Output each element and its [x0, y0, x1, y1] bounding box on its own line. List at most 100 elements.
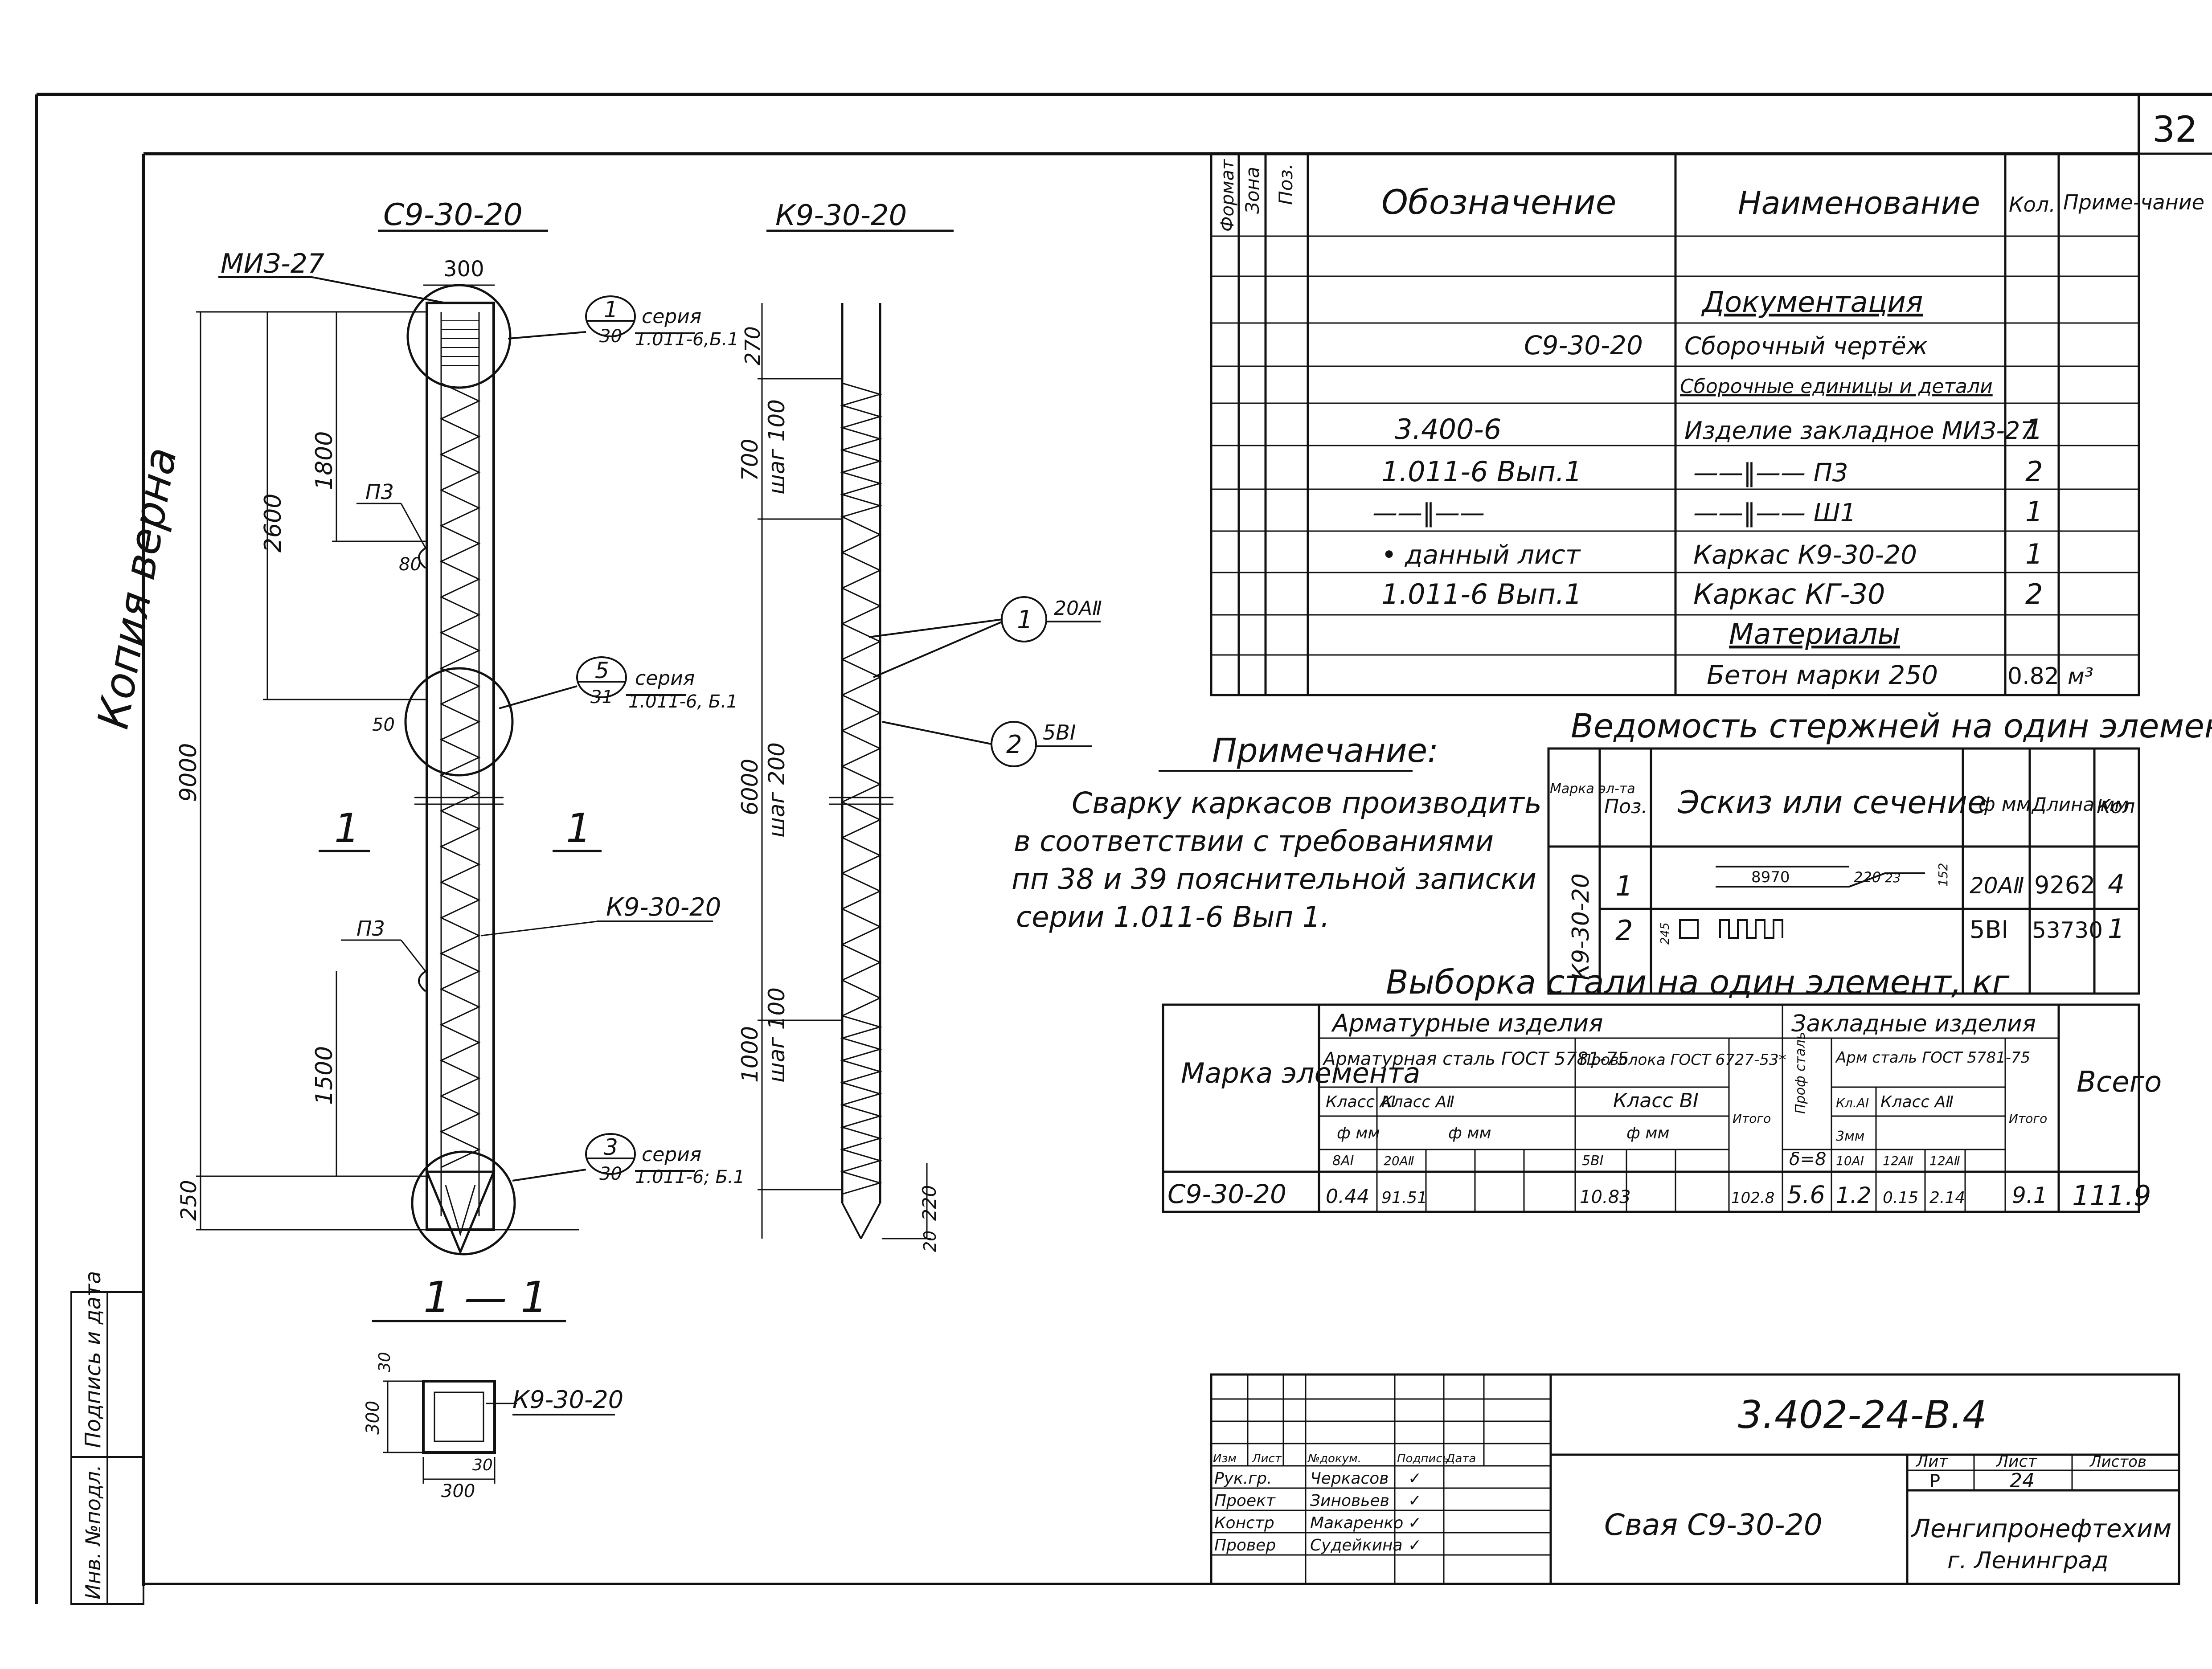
tb-lit-value: Р: [1929, 1471, 1940, 1492]
spec-row-qty: 1: [2025, 495, 2043, 528]
tb-h-doc: №докум.: [1307, 1452, 1361, 1465]
page-number: 32: [2152, 109, 2198, 150]
rebar-table-title: Ведомость стержней на один элемент.: [1571, 707, 2212, 745]
callout3-ref: 1.011-6; Б.1: [635, 1167, 745, 1187]
note-line: в соответствии с требованиями: [1014, 825, 1494, 858]
steel-sub-10ai: 10АⅠ: [1836, 1154, 1864, 1168]
rebar-row1-len: 8970: [1751, 868, 1790, 886]
section-dim-30-top: 30: [376, 1352, 394, 1372]
steel-h-arm-steel: Арматурная сталь ГОСТ 5781-75: [1322, 1049, 1629, 1069]
callout3-num: 3: [604, 1134, 618, 1160]
spec-row-qty: 1: [2025, 538, 2043, 570]
spec-row-designation: ——‖——: [1372, 499, 1485, 528]
steel-h-wire: Проволока ГОСТ 6727-53*: [1580, 1051, 1786, 1069]
tb-sig: ✓: [1408, 1536, 1421, 1554]
rebar-row1-h: 152: [1936, 863, 1950, 887]
p3-top-label: П3: [365, 480, 394, 504]
copy-note: Копия верна: [88, 444, 186, 732]
steel-sub-5vi: 5ВⅠ: [1582, 1153, 1604, 1169]
spec-row-designation: 1.011-6 Вып.1: [1381, 455, 1582, 488]
dim-6000: 6000: [737, 759, 763, 815]
dim-1500: 1500: [311, 1046, 338, 1105]
spec-row-name: Сборочный чертёж: [1684, 332, 1928, 360]
side-stamp-sign: Подпись и дата: [81, 1271, 106, 1448]
steel-h-mark: Марка элемента: [1181, 1057, 1420, 1089]
rebar-row1-length: 9262: [2034, 871, 2095, 899]
rebar-h-mark: Марка эл-та: [1550, 781, 1635, 797]
rebar-mark: К9-30-20: [1568, 873, 1594, 980]
callout1-ref: 1.011-6,Б.1: [635, 329, 739, 350]
steel-sub-8ai: 8АⅠ: [1332, 1153, 1354, 1169]
tb-org: Ленгипронефтехим: [1911, 1514, 2171, 1543]
steel-v8: 5.6: [1787, 1181, 1825, 1209]
callout5-den: 31: [590, 687, 613, 708]
section-title: 1 — 1: [423, 1272, 548, 1322]
doc-code: 3.402-24-В.4: [1738, 1393, 1987, 1437]
dim-80: 80: [399, 554, 422, 575]
section-cage-label: К9-30-20: [512, 1386, 623, 1414]
callout5-series: серия: [635, 667, 695, 690]
steel-h-dia: ф мм: [1337, 1124, 1380, 1142]
spec-row-name: Бетон марки 250: [1707, 660, 1938, 690]
spec-h-designation: Обозначение: [1381, 182, 1616, 222]
tb-h-date: Дата: [1446, 1452, 1476, 1465]
callout1-num: 1: [604, 297, 618, 323]
tb-sheet-value: 24: [2010, 1469, 2035, 1492]
steel-row-mark: С9-30-20: [1167, 1179, 1286, 1209]
callout5-ref: 1.011-6, Б.1: [628, 691, 737, 712]
dim-250: 250: [176, 1180, 201, 1221]
cage-label: К9-30-20: [606, 893, 721, 922]
tb-name: Судейкина: [1310, 1536, 1403, 1554]
steel-h-s: δ=8: [1789, 1149, 1826, 1170]
tb-role: Провер: [1214, 1536, 1276, 1554]
spec-row-qty: 0.82: [2007, 663, 2059, 690]
tb-name: Зиновьев: [1310, 1492, 1389, 1510]
spec-row-designation: С9-30-20: [1524, 330, 1643, 360]
dim-300-top: 300: [443, 257, 484, 282]
callout1-den: 30: [599, 326, 622, 347]
steel-h-class3: Класс ВⅠ: [1613, 1089, 1699, 1112]
dim-1000: 1000: [737, 1026, 763, 1083]
tb-sheet-label: Лист: [1995, 1452, 2037, 1471]
spec-row-name: ——‖—— Ш1: [1693, 499, 1856, 528]
object-name: Свая С9-30-20: [1604, 1508, 1823, 1542]
steel-h-arm2: Арм сталь ГОСТ 5781-75: [1835, 1049, 2030, 1067]
p3-bottom-label: П3: [356, 916, 385, 941]
steel-sub-20aii: 20АⅡ: [1384, 1154, 1414, 1168]
tb-h-sheet: Лист: [1252, 1452, 1282, 1465]
rebar-h-length: Длина мм: [2031, 794, 2129, 815]
dim-50: 50: [372, 715, 395, 735]
spec-row-qty: 1: [2025, 413, 2043, 446]
rebar-row1-dia: 20АⅡ: [1970, 873, 2024, 899]
step-100-bottom: шаг 100: [764, 987, 790, 1083]
spec-row-name: Изделие закладное МИЗ-27: [1684, 417, 2036, 445]
section-dim-300-bottom: 300: [441, 1481, 475, 1501]
steel-v5: 10.83: [1580, 1187, 1631, 1207]
dim-220: 220: [918, 1185, 940, 1221]
tb-sig: ✓: [1408, 1469, 1421, 1488]
tb-lit-label: Лит: [1915, 1452, 1948, 1471]
steel-h-class-a1: Кл.АⅠ: [1836, 1096, 1869, 1110]
spec-h-format: Формат: [1217, 159, 1238, 232]
spec-row-designation: • данный лист: [1381, 540, 1581, 570]
rebar-row2-note: 245: [1659, 922, 1672, 945]
spec-row-name: Каркас К9-30-20: [1693, 540, 1917, 570]
rebar-row1-pos: 1: [1615, 870, 1633, 902]
tb-h-change: Изм: [1213, 1452, 1237, 1465]
dim-9000: 9000: [175, 743, 202, 802]
pile-title: С9-30-20: [383, 197, 523, 233]
step-200: шаг 200: [764, 742, 790, 838]
spec-row-name: Каркас КГ-30: [1693, 578, 1885, 610]
steel-h-total2: Итого: [2009, 1111, 2047, 1126]
tb-sheets-label: Листов: [2089, 1453, 2146, 1471]
pos2-num: 2: [1006, 730, 1022, 759]
section-mark-right: 1: [566, 805, 591, 852]
spec-h-note: Приме-чание: [2063, 190, 2204, 214]
steel-h-dia: ф мм: [1626, 1124, 1670, 1142]
rebar-h-qty: Кол: [2097, 795, 2135, 818]
callout1-series: серия: [642, 305, 701, 328]
dim-20: 20: [920, 1231, 940, 1252]
steel-table-title: Выборка стали на один элемент, кг: [1386, 963, 2010, 1002]
pos1-spec: 20АⅡ: [1054, 597, 1102, 620]
